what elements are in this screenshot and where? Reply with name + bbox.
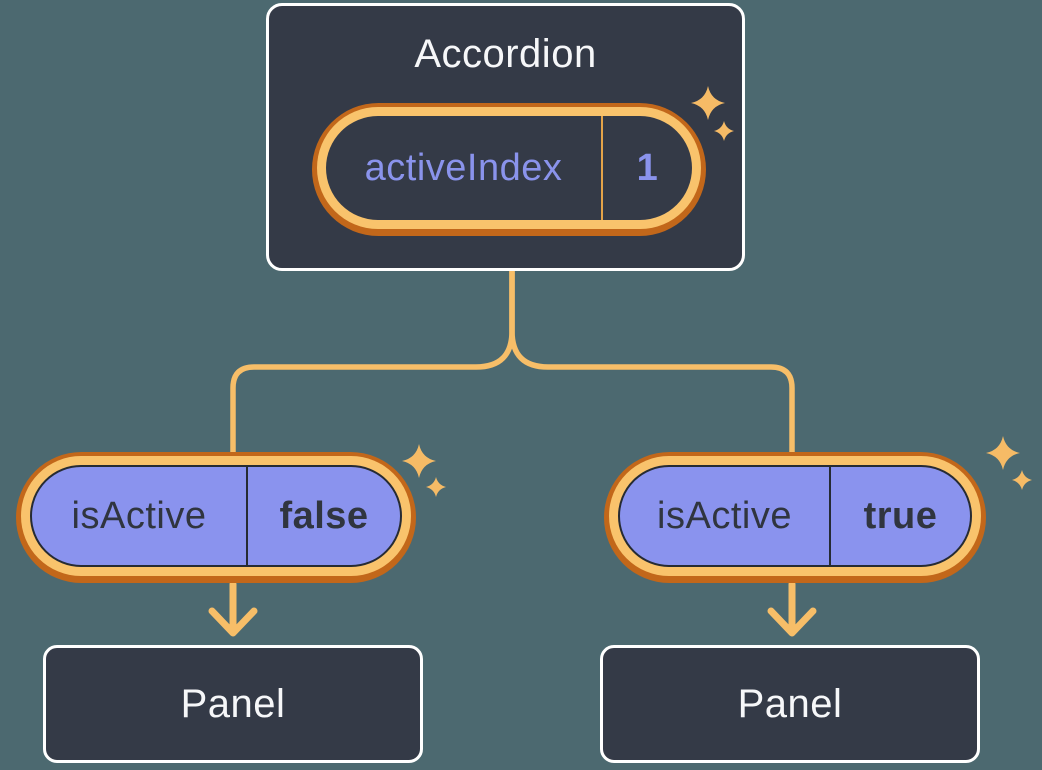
sparkle-icon bbox=[713, 120, 735, 142]
state-pill-ring: isActive true bbox=[609, 456, 981, 576]
state-pill-ring: activeIndex 1 bbox=[317, 107, 701, 229]
arrow-right-head bbox=[767, 607, 817, 637]
active-index-state-pill: activeIndex 1 bbox=[312, 103, 706, 236]
panel-node-left: Panel bbox=[43, 645, 423, 763]
state-value-label: 1 bbox=[636, 146, 659, 189]
state-pill-ring: isActive false bbox=[21, 456, 411, 576]
connector-right-branch bbox=[509, 268, 795, 455]
sparkle-icon bbox=[400, 442, 438, 480]
pill-divider bbox=[246, 467, 248, 565]
pill-divider bbox=[601, 116, 603, 220]
state-name-label: isActive bbox=[657, 494, 792, 537]
state-name-label: isActive bbox=[71, 494, 207, 537]
accordion-title: Accordion bbox=[414, 32, 597, 76]
state-value-label: true bbox=[863, 494, 938, 537]
state-name-label: activeIndex bbox=[364, 146, 563, 189]
connector-left-branch bbox=[230, 268, 515, 455]
state-pill-body: isActive true bbox=[618, 465, 972, 567]
state-value-label: false bbox=[279, 494, 369, 537]
accordion-node: Accordion activeIndex 1 bbox=[266, 3, 745, 271]
sparkle-icon bbox=[425, 476, 447, 498]
pill-divider bbox=[829, 467, 831, 565]
sparkle-icon bbox=[689, 84, 727, 122]
is-active-false-state-pill: isActive false bbox=[16, 452, 416, 583]
sparkle-icon bbox=[1011, 469, 1033, 491]
state-pill-body: activeIndex 1 bbox=[326, 116, 692, 220]
arrow-left-head bbox=[208, 607, 258, 637]
is-active-true-state-pill: isActive true bbox=[604, 452, 986, 583]
state-pill-body: isActive false bbox=[30, 465, 402, 567]
panel-node-right: Panel bbox=[600, 645, 980, 763]
sparkle-icon bbox=[984, 434, 1022, 472]
